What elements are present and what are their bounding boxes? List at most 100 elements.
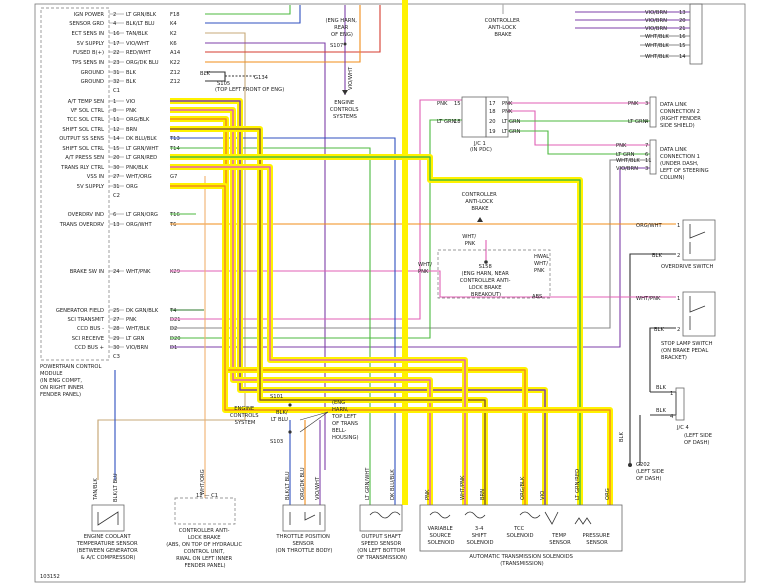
wire-jc1-pnk-18 xyxy=(508,110,650,146)
solenoid-wire-label: ORG/BLK xyxy=(520,476,526,500)
pcm-pin-label: SCI TRANSMIT xyxy=(67,317,104,323)
wire-fused-b xyxy=(205,5,381,53)
pcm-pin-number: 25 xyxy=(113,308,120,314)
pcm-pin-label: A/T PRESS SEN xyxy=(65,155,104,161)
wire-jc1-grn-19 xyxy=(508,130,650,155)
tr-pin-number: 16 xyxy=(679,34,686,40)
s101-label: S101 xyxy=(270,394,283,400)
pcm-pin-label: GROUND xyxy=(81,70,104,76)
diagram-frame xyxy=(34,3,746,583)
pcm-pin-circuit: Z12 xyxy=(170,79,180,85)
pcm-pin-label: ECT SENS IN xyxy=(71,31,104,37)
thin-wires xyxy=(97,4,690,505)
ats-title: AUTOMATIC TRANSMISSION SOLENOIDS (TRANSM… xyxy=(469,554,574,567)
pcm-pin-label: TCC SOL CTRL xyxy=(66,117,104,123)
tr-pin-number: 14 xyxy=(679,54,686,60)
pcm-pin-wire: PNK xyxy=(126,108,137,114)
pcm-pin-number: 12 xyxy=(113,127,120,133)
press-label: PRESSURE SENSOR xyxy=(583,533,612,546)
pcm-pin-wire: RED/WHT xyxy=(126,50,152,56)
pcm-pin-number: 29 xyxy=(113,336,120,342)
cab-wire: WHT/ORG xyxy=(200,469,206,495)
pcm-pin-number: 17 xyxy=(113,41,120,47)
oss-wire-1: LT GRN/WHT xyxy=(365,467,371,500)
pcm-pin-wire: DK BLU/BLK xyxy=(126,136,157,142)
pcm-pin-label: TRANS RLY CTRL xyxy=(60,165,104,171)
eng-harn-rear-label: (ENG HARN, REAR OF ENG) xyxy=(325,18,358,38)
pcm-pin-number: 27 xyxy=(113,317,120,323)
pcm-pin-number: 31 xyxy=(113,184,120,190)
pcm-pin-wire: LT GRN xyxy=(126,336,145,342)
stop-switch-label: STOP LAMP SWITCH (ON BRAKE PEDAL BRACKET… xyxy=(661,341,714,361)
wire-oss-grn-wht xyxy=(170,147,371,505)
pcm-pin-number: 23 xyxy=(113,60,120,66)
tps-wire-3: VIO/WHT xyxy=(315,476,321,500)
pcm-pin-wire: PNK xyxy=(126,317,137,323)
dlc1-pin-wire: PNK xyxy=(616,143,627,149)
pcm-pin-label: SENSOR GRD xyxy=(69,21,104,27)
g202-ground: BLK G202 (LEFT SIDE OF DASH) xyxy=(619,432,664,482)
tr-pin-wire: VIO/BRN xyxy=(645,26,667,32)
solenoid-wire-label: BRN xyxy=(480,489,486,500)
wire-tps xyxy=(205,5,361,63)
solenoid-wire-label: WHT/PNK xyxy=(460,475,466,500)
vfs-label: VARIABLE SOURCE SOLENOID xyxy=(427,526,454,546)
pcm-c1: C1 xyxy=(113,88,120,94)
temp-label: TEMP SENSOR xyxy=(549,533,571,546)
jc1-label: J/C 1 xyxy=(473,141,486,147)
jc1-pin-rwire: LT GRN xyxy=(502,129,521,135)
pcm-pin-number: 31 xyxy=(113,70,120,76)
jc1-pin-wire: PNK xyxy=(437,101,448,107)
jc1-pin-rwire: LT GRN xyxy=(502,119,521,125)
solenoid-wire-label: VIO xyxy=(540,491,546,500)
highlighted-circuits xyxy=(170,0,613,505)
pcm-pin-wire: LT GRN/ORG xyxy=(126,212,158,218)
abs-controller-mid-label: CONTROLLER ANTI-LOCK BRAKE xyxy=(462,192,499,212)
pcm-pin-wire: ORG/BLK xyxy=(126,117,150,123)
pcm-pin-circuit: G7 xyxy=(170,174,177,180)
jc1-pin-number: 15 xyxy=(454,101,461,107)
tr-pin-number: 15 xyxy=(679,43,686,49)
pcm-pin-label: SHIFT SOL CTRL xyxy=(62,127,104,133)
pcm-pin-wire: WHT/PNK xyxy=(126,269,151,275)
eng-controls-systems-label: ENGINE CONTROLS SYSTEMS xyxy=(330,100,360,120)
oss-sensor-label: OUTPUT SHAFT SPEED SENSOR (ON LEFT BOTTO… xyxy=(357,534,407,561)
jc4-location: (LEFT SIDE OF DASH) xyxy=(684,433,714,446)
stop-blk: BLK xyxy=(654,327,664,333)
pcm-pin-circuit: T6 xyxy=(169,222,176,228)
wire-oss-dk-blu xyxy=(170,137,396,505)
jc4-block: BLK 1 BLK 4 J/C 4 (LEFT SIDE OF DASH) xyxy=(656,385,714,446)
stop-wire: WHT/PNK xyxy=(636,296,661,302)
pcm-pin-label: VF SOL CTRL xyxy=(71,108,104,114)
arrow-abs-mid xyxy=(477,217,483,222)
pcm-pin-label: FUSED B(+) xyxy=(73,50,104,56)
pcm-pin-circuit: A14 xyxy=(170,50,181,56)
pcm-pin-circuit: Z12 xyxy=(170,70,180,76)
solenoid-wire-label: LT GRN/RED xyxy=(575,469,581,500)
jc4-label: J/C 4 xyxy=(676,425,690,431)
pcm-pin-wire: BRN xyxy=(126,127,137,133)
jc1-pin-wire: LT GRN xyxy=(437,119,456,125)
solenoid-wire-label: PNK xyxy=(425,489,431,500)
pcm-pin-number: 32 xyxy=(113,79,120,85)
tps-sensor: BLK/LT BLU ORG/DK BLU VIO/WHT THROTTLE P… xyxy=(275,467,332,554)
wire-sci-receive xyxy=(170,119,462,339)
pcm-pin-number: 24 xyxy=(113,269,120,275)
wire-ign-power xyxy=(205,5,291,15)
pcm-pin-circuit: F18 xyxy=(170,12,180,18)
jc4-blk2: BLK xyxy=(656,408,666,414)
tr-pin-wire: VIO/BRN xyxy=(645,18,667,24)
pcm-pin-label: CCD BUS - xyxy=(77,326,104,332)
pcm-pin-circuit: K22 xyxy=(170,60,180,66)
jc1-pin-number: 18 xyxy=(454,119,461,125)
s158-top-wire: WHT/ PNK xyxy=(462,234,478,247)
pcm-pin-circuit: K4 xyxy=(170,21,177,27)
pcm-pin-circuit: D21 xyxy=(170,317,181,323)
eng-harn-trans-label: (ENG HARN, TOP LEFT OF TRANS BELL- HOUSI… xyxy=(331,400,360,441)
jc4-num2: 4 xyxy=(670,414,674,420)
pcm-pin-label: 5V SUPPLY xyxy=(77,41,105,47)
tcc-label: TCC SOLENOID xyxy=(506,526,533,539)
